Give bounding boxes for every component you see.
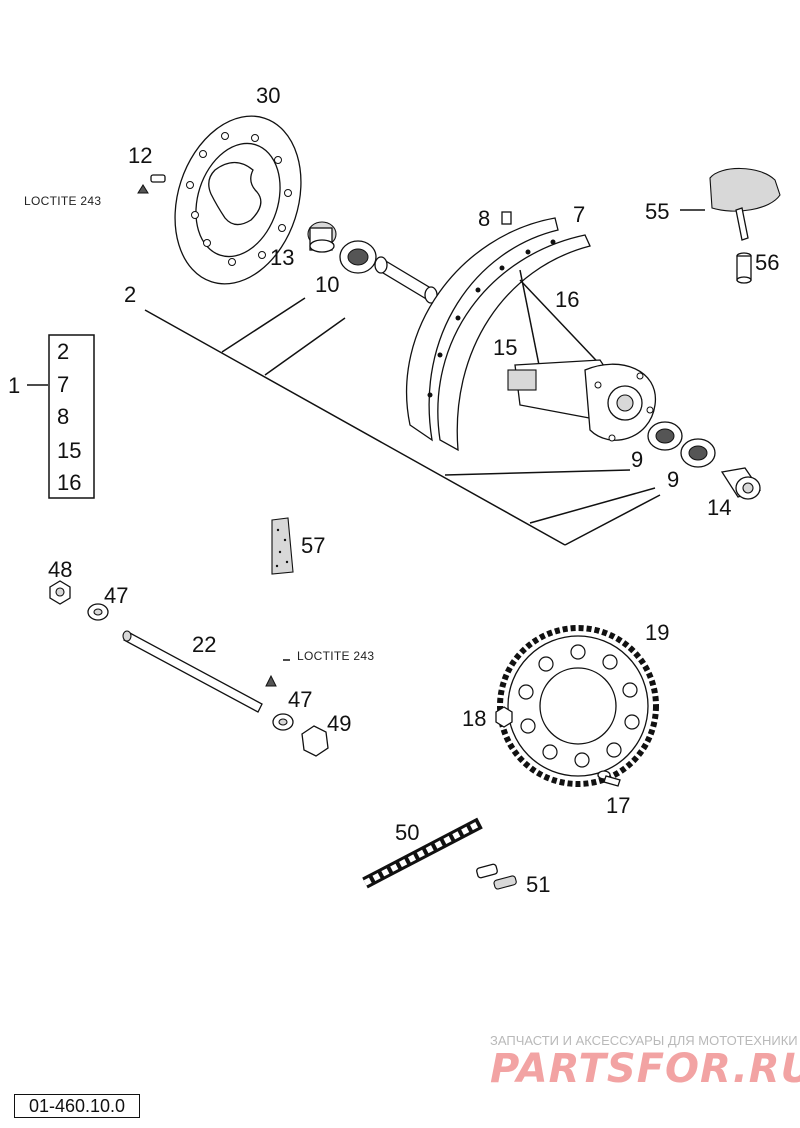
rear-sprocket: [497, 625, 659, 787]
label-55: 55: [645, 199, 669, 224]
document-number: 01-460.10.0: [14, 1094, 140, 1118]
watermark-caption: ЗАПЧАСТИ И АКСЕССУАРЫ ДЛЯ МОТОТЕХНИКИ: [490, 1033, 798, 1048]
label-8: 8: [478, 206, 490, 231]
rim-lock-nut: [501, 211, 512, 225]
sprocket-nut: [495, 706, 513, 728]
loctite-drop: [265, 674, 277, 687]
kit-item-8: 8: [57, 404, 69, 429]
kit-box: [48, 334, 95, 499]
label-9-first: 9: [631, 447, 643, 472]
loctite-note-mid: LOCTITE 243: [297, 649, 374, 663]
label-19: 19: [645, 620, 669, 645]
grease-tube: [271, 517, 294, 575]
wheel-hub: [507, 269, 656, 442]
drive-chain: [362, 817, 483, 889]
wheel-rim: [405, 217, 591, 452]
distance-tube: [374, 256, 438, 304]
label-50: 50: [395, 820, 419, 845]
label-51: 51: [526, 872, 550, 897]
left-bearing: [339, 240, 377, 274]
kit-item-2: 2: [57, 339, 69, 364]
watermark-logo: PARTSFOR.RU: [490, 1046, 800, 1092]
label-18: 18: [462, 706, 486, 731]
plug-tool: [709, 167, 781, 241]
washer-left: [87, 603, 109, 621]
brake-disc: [174, 115, 302, 285]
label-47-first: 47: [104, 583, 128, 608]
label-16: 16: [555, 287, 579, 312]
label-48: 48: [48, 557, 72, 582]
loctite-note-top: LOCTITE 243: [24, 194, 101, 208]
axle-nut-left: [49, 580, 71, 605]
label-47-second: 47: [288, 687, 312, 712]
label-15: 15: [493, 335, 517, 360]
sleeve: [736, 252, 752, 284]
label-30: 30: [256, 83, 280, 108]
right-bearings: [647, 421, 716, 468]
spacer-bushing: [307, 221, 337, 253]
label-9-second: 9: [667, 467, 679, 492]
label-17: 17: [606, 793, 630, 818]
part-labels: 30 12 LOCTITE 243 13 10 2 8 7 16 15 55 5…: [8, 83, 779, 897]
label-57: 57: [301, 533, 325, 558]
label-14: 14: [707, 495, 731, 520]
wheel-axle: [122, 630, 263, 713]
label-7: 7: [573, 202, 585, 227]
label-49: 49: [327, 711, 351, 736]
kit-item-16: 16: [57, 470, 81, 495]
washer-right: [272, 713, 294, 731]
sprocket-bolt: [597, 770, 621, 787]
watermark: ЗАПЧАСТИ И АКСЕССУАРЫ ДЛЯ МОТОТЕХНИКИ PA…: [490, 1033, 800, 1092]
right-spacer: [720, 467, 762, 500]
label-1: 1: [8, 373, 20, 398]
label-22: 22: [192, 632, 216, 657]
label-56: 56: [755, 250, 779, 275]
disc-screw: [137, 174, 166, 194]
kit-item-15: 15: [57, 438, 81, 463]
axle-nut-right: [301, 725, 329, 757]
label-10: 10: [315, 272, 339, 297]
kit-item-7: 7: [57, 372, 69, 397]
label-2: 2: [124, 282, 136, 307]
label-12: 12: [128, 143, 152, 168]
label-13: 13: [270, 245, 294, 270]
chain-master-link: [476, 863, 517, 890]
leader-lines: [27, 209, 705, 661]
